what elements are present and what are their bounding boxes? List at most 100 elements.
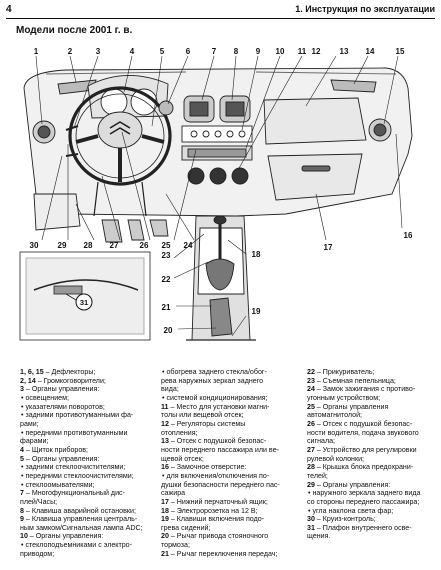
legend-line: щения. [307,532,435,541]
callout-10: 10 [276,47,285,56]
legend-text: – Крышка блока предохрани- [314,463,414,472]
callout-labels: 1 2 3 4 5 6 7 8 9 10 11 12 13 14 15 30 2… [30,47,413,335]
legend-text: сигнала; [307,437,336,446]
legend-text: – Регуляторы системы [168,419,246,428]
legend-column-3: 22 – Прикуриватель;23 – Съемная пепельни… [307,368,435,541]
legend-number: 18 [161,506,169,515]
legend-number: 8 [20,506,24,515]
legend-text: – Громкоговорители; [35,376,106,385]
callout-12: 12 [312,47,321,56]
callout-27: 27 [110,241,119,250]
legend-text: – Нижний перчаточный ящик; [168,497,268,506]
legend-line: • наружного зеркала заднего вида [308,489,421,498]
legend-text: ности переднего пассажира или ве- [161,445,279,454]
legend-line: • задними стеклоочистителями; [21,463,126,472]
legend-line: 11 – Место для установки магни- [161,403,301,412]
callout-4: 4 [130,47,135,56]
legend-line: • освещением; [21,393,69,402]
dashboard-illustration: 1 2 3 4 5 6 7 8 9 10 11 12 13 14 15 30 2… [19,47,413,341]
legend-number: 10 [20,532,28,541]
callout-3: 3 [96,47,101,56]
legend-line: сигнала; [307,437,435,446]
legend-line: угонным устройством; [307,394,435,403]
legend-line: ности переднего пассажира или ве- [161,446,301,455]
legend-line: 5 – Органы управления: [20,455,158,464]
dashboard-drawing [23,67,413,341]
legend-number: 3 [20,385,24,394]
callout-9: 9 [256,47,261,56]
callout-13: 13 [340,47,349,56]
legend-line: 8 – Клавиша аварийной остановки; [20,507,158,516]
legend-text: – Замок зажигания с противо- [314,385,416,394]
legend-line: • указателями поворотов; [21,402,105,411]
legend-text: толы или вещевой отсек; [161,411,244,420]
legend-number: 2, 14 [20,376,36,385]
page-number: 4 [6,4,12,15]
legend-text: рева наружных зеркал заднего [161,376,264,385]
legend-text: плей/Часы; [20,497,58,506]
legend-line: • передними стеклоочистителями; [21,471,134,480]
legend-number: 30 [307,515,315,524]
legend-number: 27 [307,445,315,454]
callout-18: 18 [252,250,261,259]
legend-text: – Место для установки магни- [168,402,270,411]
legend-line: рами; [20,420,158,429]
chapter-title: 1. Инструкция по эксплуатации [295,4,435,14]
legend-text: приводом; [20,549,55,558]
legend-line: 12 – Регуляторы системы [161,420,301,429]
callout-17: 17 [324,243,333,252]
legend-line: 21 – Рычаг переключения передач; [161,550,301,559]
callout-20: 20 [164,326,173,335]
legend-number: 11 [161,402,169,411]
legend-text: – Отсек с подушкой безопас- [314,419,413,428]
callout-31: 31 [80,298,88,307]
legend-line: толы или вещевой отсек; [161,411,301,420]
legend-number: 29 [307,480,315,489]
legend-number: 28 [307,463,315,472]
legend-line: душки безопасности переднего пас- [161,481,301,490]
legend-text: – Рычаг переключения передач; [168,549,278,558]
legend-text: сажира [161,489,186,498]
legend-number: 17 [161,497,169,506]
legend-text: – Рычаг привода стояночного [168,532,269,541]
legend-text: – Щиток приборов; [23,445,89,454]
legend-line: 17 – Нижний перчаточный ящик; [161,498,301,507]
legend-number: 23 [307,376,315,385]
legend-number: 19 [161,515,169,524]
callout-11: 11 [298,47,307,56]
legend-text: – Плафон внутреннего осве- [314,523,412,532]
legend-text: ности водителя, подача звукового [307,428,419,437]
legend-text: – Органы управления автомагнитолой; [307,402,389,420]
legend-line: • обогрева заднего стекла/обог- [162,368,267,376]
callout-21: 21 [162,303,171,312]
legend-text: – Отсек с подушкой безопас- [168,437,267,446]
legend-line: 30 – Круиз-контроль; [307,515,435,524]
callout-22: 22 [162,275,171,284]
legend-text: – Органы управления: [314,480,391,489]
legend-text: – Электророзетка на 12 В; [168,506,258,515]
legend-line: 13 – Отсек с подушкой безопас- [161,437,301,446]
page-header: 4 1. Инструкция по эксплуатации [6,4,435,19]
legend-text: – Дефлекторы; [43,368,96,376]
legend-line: 10 – Органы управления: [20,532,158,541]
inset-callout-badge: 31 [75,293,93,311]
callout-7: 7 [212,47,217,56]
legend: 1, 6, 15 – Дефлекторы; 2, 14 – Громкогово… [8,368,433,568]
legend-line: 24 – Замок зажигания с противо- [307,385,435,394]
callout-23: 23 [162,251,171,260]
legend-number: 7 [20,489,24,498]
legend-number: 1, 6, 15 [20,368,44,376]
legend-text: – Органы управления: [23,385,100,394]
legend-line: вида; [161,385,301,394]
legend-number: 13 [161,437,169,446]
legend-text: – Съемная пепельница; [314,376,396,385]
legend-text: – Клавиши включения подо- [168,515,265,524]
legend-line: рулевой колонки; [307,455,435,464]
legend-line: 28 – Крышка блока предохрани- [307,463,435,472]
legend-line: 18 – Электророзетка на 12 В; [161,507,301,516]
legend-text: грева сидений; [161,523,211,532]
legend-text: – Многофункциональный дис- [23,489,125,498]
legend-line: тормоза; [161,541,301,550]
legend-number: 4 [20,445,24,454]
legend-line: плей/Часы; [20,498,158,507]
